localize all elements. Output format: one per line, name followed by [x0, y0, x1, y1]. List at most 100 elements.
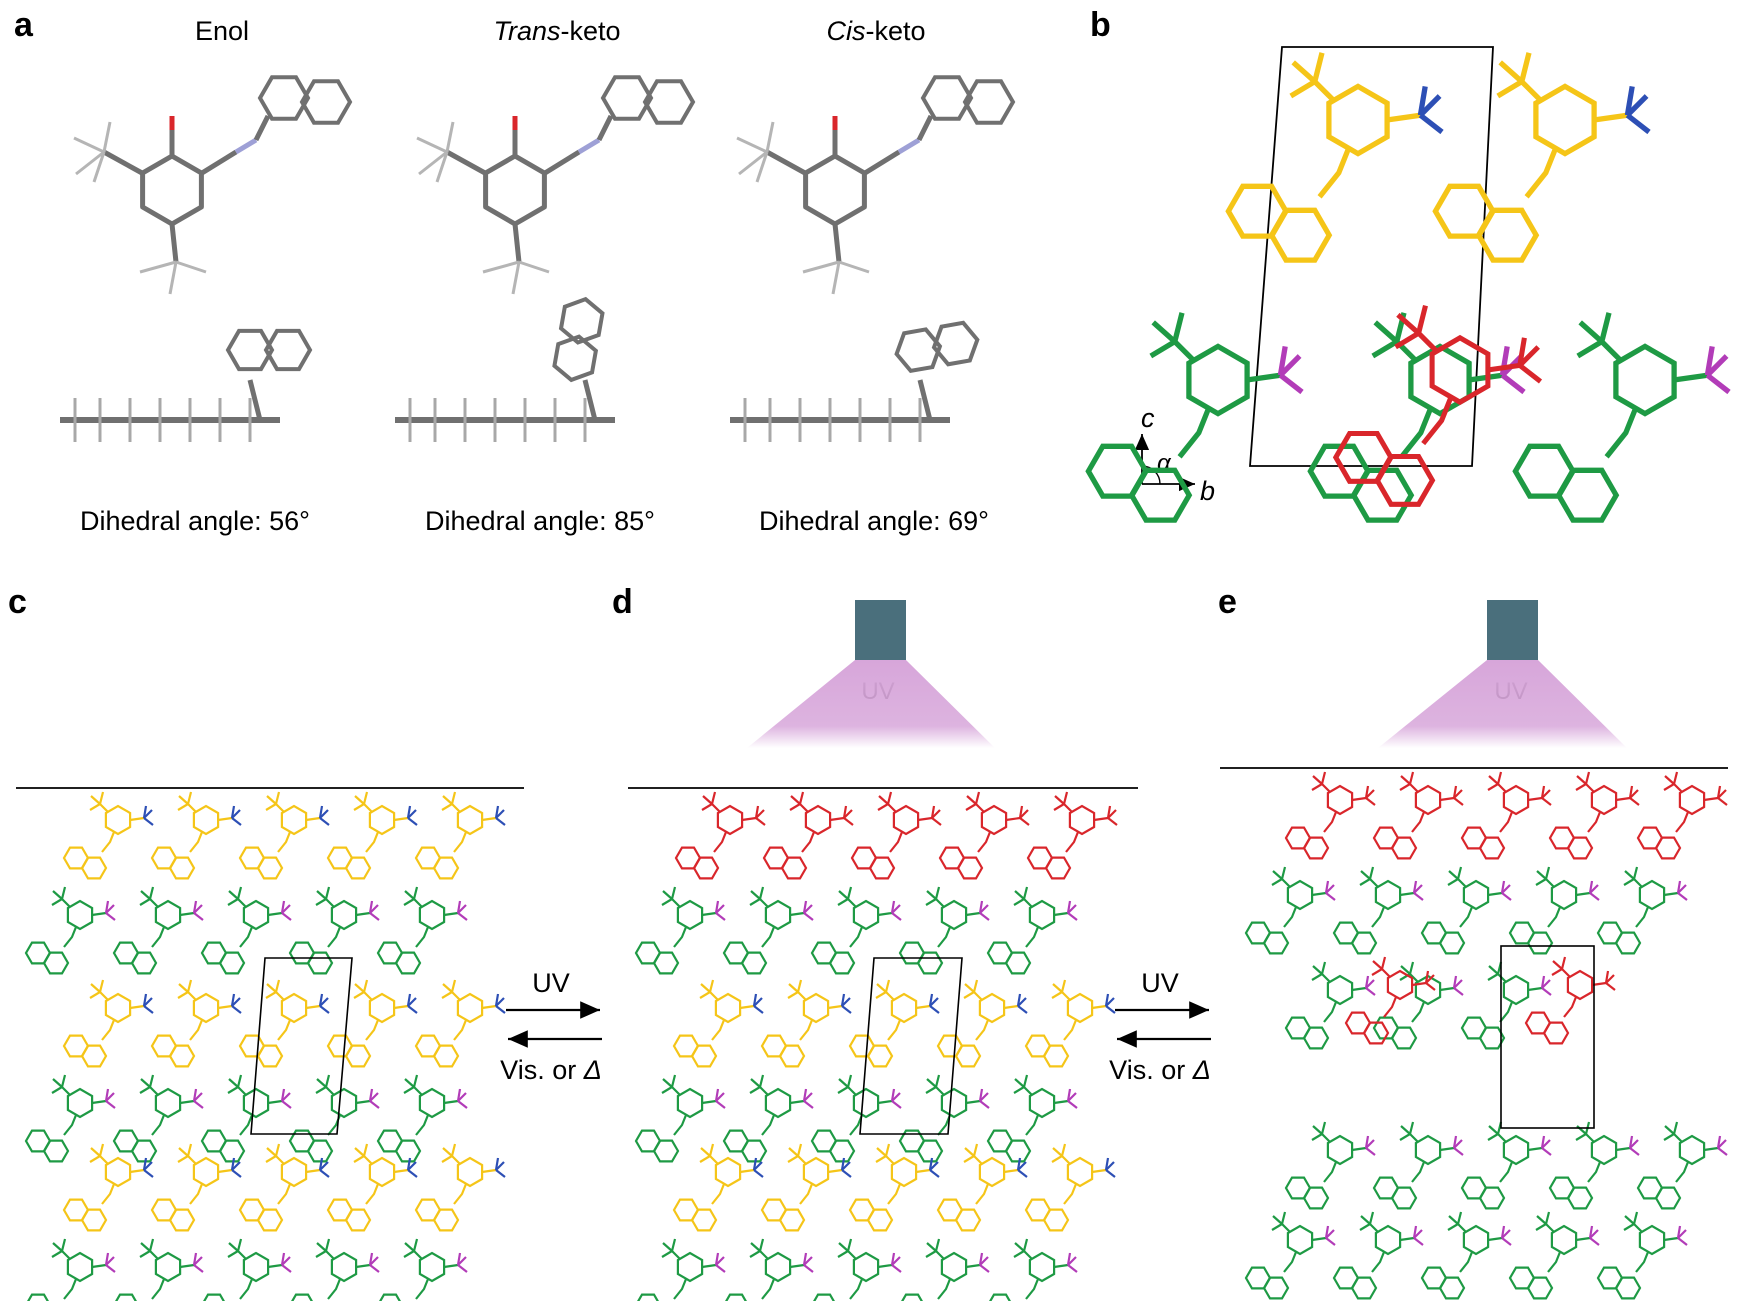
d-row3-green-0 — [637, 1238, 726, 1301]
c-row1-green-2 — [200, 886, 292, 975]
c-row3-yellow-2 — [238, 1143, 330, 1232]
e-row2-green-2 — [1460, 961, 1552, 1050]
c-row2-yellow-0 — [62, 979, 154, 1068]
panel-letter-a: a — [14, 6, 33, 44]
b-keto-red — [1332, 304, 1543, 507]
c-row1-yellow-1 — [150, 791, 242, 880]
panel-letter-e: e — [1218, 583, 1237, 621]
d-row1-green-2 — [810, 886, 902, 975]
b-green-1 — [1085, 312, 1304, 523]
d-row1-red-0 — [674, 791, 766, 880]
c-row3-green-1 — [115, 1238, 204, 1301]
d-row1-red-2 — [850, 791, 942, 880]
d-row2-green-3 — [898, 1074, 990, 1163]
unit-cell-outline — [1249, 46, 1494, 467]
d-row3-yellow-0 — [672, 1143, 764, 1232]
e-row3b-green-0 — [1244, 1211, 1336, 1300]
c-row1-green-4 — [376, 886, 468, 975]
c-row3-yellow-4 — [414, 1143, 506, 1232]
trans-keto-dihedral-angle: Dihedral angle: 85° — [425, 506, 655, 536]
uv-lamp-d — [747, 600, 995, 748]
axis-indicator — [1134, 434, 1195, 492]
e-row1-green-0 — [1244, 866, 1336, 955]
cis-keto-molecule-top — [736, 75, 1016, 295]
cis-keto-molecule-side — [730, 320, 980, 442]
b-enol-yellow-2 — [1432, 52, 1651, 263]
d-row2-yellow-2 — [848, 979, 940, 1068]
cis-keto-dihedral-angle: Dihedral angle: 69° — [759, 506, 989, 536]
d-row2-yellow-0 — [672, 979, 764, 1068]
c-row2-green-1 — [112, 1074, 204, 1163]
c-row2-green-3 — [288, 1074, 380, 1163]
d-row3-green-1 — [725, 1238, 814, 1301]
cis-keto-title: Cis-keto — [826, 16, 926, 46]
enol-title: Enol — [194, 16, 250, 46]
c-row1-yellow-4 — [414, 791, 506, 880]
e-row3-green-1 — [1372, 1121, 1464, 1210]
d-row2-yellow-1 — [760, 979, 852, 1068]
d-row3-yellow-1 — [760, 1143, 852, 1232]
c-row3-yellow-1 — [150, 1143, 242, 1232]
d-row3-yellow-2 — [848, 1143, 940, 1232]
e-row2-green-1 — [1372, 961, 1464, 1050]
axis-b-label: b — [1200, 476, 1216, 506]
c-row1-yellow-0 — [62, 791, 154, 880]
e-row3-green-3 — [1548, 1121, 1640, 1210]
e-row3-green-0 — [1284, 1121, 1376, 1210]
trans-keto-molecule-side — [395, 296, 615, 442]
e-row1-red-2 — [1460, 771, 1552, 860]
e-row2-green-0 — [1284, 961, 1376, 1050]
d-row2-green-2 — [810, 1074, 902, 1163]
uv-lamp-body-e — [1487, 600, 1538, 660]
e-row3-green-4 — [1636, 1121, 1728, 1210]
panel-letter-d: d — [612, 583, 633, 621]
d-row1-green-3 — [898, 886, 990, 975]
d-row3-green-2 — [813, 1238, 902, 1301]
e-row3b-green-3 — [1508, 1211, 1600, 1300]
enol-molecule-top — [73, 75, 353, 295]
panel-b-unit-cell — [1085, 46, 1731, 523]
c-row2-yellow-2 — [238, 979, 330, 1068]
e-row1-red-4 — [1636, 771, 1728, 860]
c-row2-green-2 — [200, 1074, 292, 1163]
uv-lamp-e — [1378, 600, 1627, 748]
enol-molecule-side — [60, 328, 313, 442]
c-row1-green-3 — [288, 886, 380, 975]
d-row1-green-1 — [722, 886, 814, 975]
c-row1-yellow-3 — [326, 791, 418, 880]
e-row1-red-1 — [1372, 771, 1464, 860]
e-row3b-green-1 — [1332, 1211, 1424, 1300]
unit-cell-c — [250, 957, 353, 1135]
d-row3-yellow-4 — [1024, 1143, 1116, 1232]
arrow1-backward-label: Vis. or Δ — [500, 1055, 602, 1085]
e-row1-green-4 — [1596, 866, 1688, 955]
e-row3b-green-4 — [1596, 1211, 1688, 1300]
e-row3b-green-2 — [1420, 1211, 1512, 1300]
d-row1-red-3 — [938, 791, 1030, 880]
unit-cell-e — [1500, 945, 1595, 1129]
e-row2-red-1 — [1524, 956, 1616, 1045]
panel-letter-c: c — [8, 583, 27, 621]
c-row3-green-3 — [291, 1238, 380, 1301]
d-row3-yellow-3 — [936, 1143, 1028, 1232]
c-row2-yellow-3 — [326, 979, 418, 1068]
c-row2-yellow-4 — [414, 979, 506, 1068]
arrow1-forward-label: UV — [532, 968, 570, 998]
d-row2-green-4 — [986, 1074, 1078, 1163]
equilibrium-arrow-1 — [506, 1001, 602, 1048]
e-row1-green-1 — [1332, 866, 1424, 955]
d-row2-yellow-3 — [936, 979, 1028, 1068]
d-row3-green-4 — [989, 1238, 1078, 1301]
c-row3-green-2 — [203, 1238, 292, 1301]
uv-beam-e — [1378, 660, 1627, 748]
e-row1-red-3 — [1548, 771, 1640, 860]
uv-beam-d — [747, 660, 995, 748]
c-row2-green-4 — [376, 1074, 468, 1163]
panel-a-molecules — [60, 75, 1016, 442]
d-row2-green-0 — [634, 1074, 726, 1163]
d-row1-red-1 — [762, 791, 854, 880]
c-row2-yellow-1 — [150, 979, 242, 1068]
enol-dihedral-angle: Dihedral angle: 56° — [80, 506, 310, 536]
c-row3-yellow-0 — [62, 1143, 154, 1232]
d-row3-green-3 — [901, 1238, 990, 1301]
